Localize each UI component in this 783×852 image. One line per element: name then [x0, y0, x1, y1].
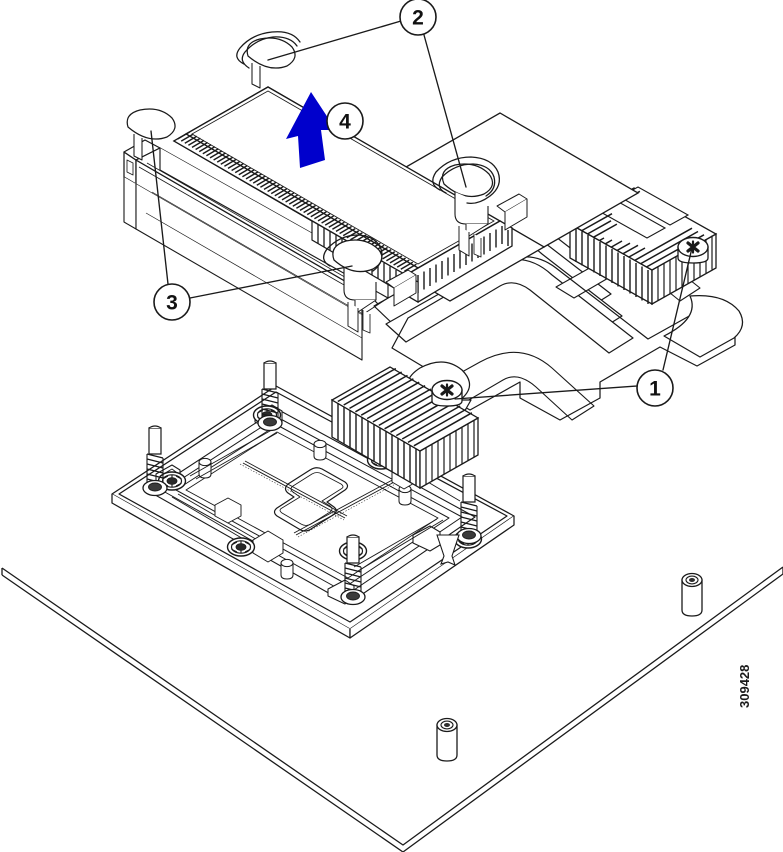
callout-4[interactable]: 4 [326, 102, 364, 140]
callout-3[interactable]: 3 [153, 283, 191, 321]
callout-leader-lines [150, 20, 693, 400]
captive-screw-mid-block [430, 378, 464, 408]
mid-heatsink-block [330, 366, 480, 490]
drawing-id: 309428 [737, 665, 752, 708]
callout-1-label: 1 [649, 378, 661, 401]
heatsink-screw-ears [126, 37, 528, 334]
callout-1[interactable]: 1 [636, 369, 674, 407]
drawing-id-label: 309428 [737, 665, 752, 708]
callout-4-label: 4 [339, 111, 351, 134]
leader-3a [150, 130, 169, 285]
leader-3b [189, 265, 353, 299]
callout-2-label: 2 [412, 7, 424, 30]
leader-1a [454, 385, 638, 400]
leader-2a [267, 20, 402, 61]
board-standoff-right [681, 572, 703, 617]
main-heatsink [123, 86, 640, 361]
captive-screw-right-block [676, 235, 710, 265]
leader-1b [662, 247, 693, 371]
heatsink-wire-clips [236, 31, 501, 272]
motherboard-plane [1, 566, 783, 852]
callout-2[interactable]: 2 [399, 0, 437, 36]
socket-alignment-pin [436, 534, 460, 566]
callout-3-label: 3 [166, 292, 178, 315]
leader-2b [423, 34, 467, 188]
lift-direction-arrow [286, 92, 336, 168]
board-standoff-center [436, 717, 458, 762]
